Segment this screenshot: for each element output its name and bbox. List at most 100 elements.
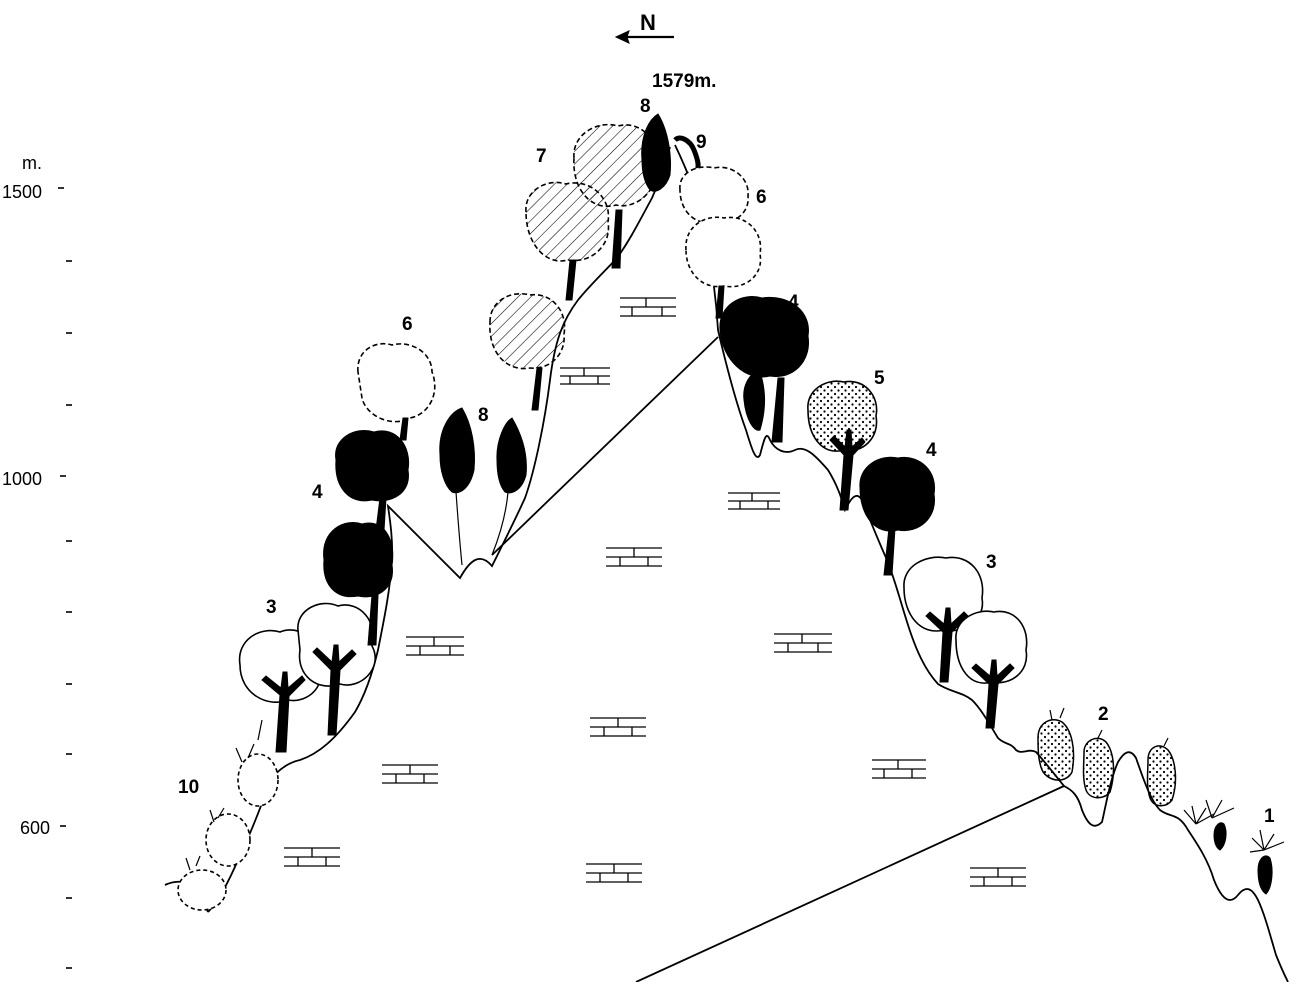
hatched-trees-zone-7 (489, 123, 658, 411)
zone-label-2: 2 (1098, 704, 1109, 725)
zone-label-8-summit: 8 (640, 96, 651, 117)
limestone-symbol (406, 636, 464, 656)
zone-label-4-south: 4 (312, 482, 323, 503)
dark-trees-zone-4-south (323, 430, 410, 646)
dotted-shrub (1146, 745, 1177, 807)
dark-tree-trunk (367, 594, 379, 646)
tree-trunk (565, 259, 577, 301)
dark-trees-zone-4-north-upper (719, 296, 809, 443)
dark-tree-crown (335, 430, 410, 502)
zone-label-3-north: 3 (986, 552, 997, 573)
dwarf-scrub-zone-9 (673, 135, 701, 174)
north-label: N (640, 10, 656, 35)
hatched-crown (525, 181, 610, 262)
deciduous-trees-zone-3-north (903, 556, 1028, 729)
tuft-base (1257, 855, 1273, 895)
tree-crown (357, 343, 436, 423)
grass-tuft (1249, 829, 1285, 853)
zone-label-9: 9 (696, 132, 707, 153)
limestone-symbol (382, 764, 438, 784)
tree-trunk (261, 671, 306, 753)
scrub-bush (205, 813, 251, 867)
limestone-symbols (284, 297, 1026, 887)
zone-label-4-north-lower: 4 (926, 440, 937, 461)
tree-crown (679, 166, 749, 224)
zone-label-8-south: 8 (478, 405, 489, 426)
dotted-shrub (1082, 737, 1115, 799)
conifer-crown (641, 113, 671, 192)
tree-trunk (399, 417, 409, 441)
hatched-crown (573, 123, 658, 208)
tuft-base (1213, 822, 1227, 851)
tree-trunk (925, 607, 969, 683)
altitude-axis: m. 1500 1000 600 (2, 153, 72, 969)
limestone-symbol (590, 717, 646, 737)
north-slope-line (674, 144, 1289, 983)
dark-tree-trunk (883, 527, 896, 576)
tree-trunk (611, 209, 623, 269)
dark-tree-zone-4-north-lower (859, 456, 936, 576)
fault-line-lower (635, 785, 1065, 983)
tree-trunk (715, 285, 725, 319)
zone-label-3-south: 3 (266, 597, 277, 618)
tree-trunk (531, 367, 543, 411)
tree-trunk (971, 659, 1015, 729)
fault-line-upper (491, 336, 719, 556)
dark-tree-trunk (375, 497, 387, 531)
summit-altitude: 1579m. (652, 71, 716, 92)
grass-tuft (1183, 799, 1235, 825)
shrub-sprigs (1049, 707, 1169, 747)
zone-label-1: 1 (1264, 806, 1275, 827)
tick-label-600: 600 (20, 818, 50, 838)
conifer-stem (491, 491, 509, 556)
dotted-crown (807, 380, 878, 452)
arrow-head-icon (614, 30, 630, 44)
tufts-zone-1 (1183, 799, 1285, 895)
conifer-crown (496, 417, 527, 494)
hatched-crown (489, 293, 566, 370)
zone-label-5: 5 (874, 368, 885, 389)
axis-ticks (58, 187, 72, 969)
deciduous-trees-zone-3-south (238, 602, 376, 753)
limestone-symbol (620, 297, 676, 317)
tick-label-1500: 1500 (2, 182, 42, 202)
zone-label-6-south: 6 (402, 314, 413, 335)
columnar-shrubs-zone-2 (1037, 707, 1177, 807)
summit-conifer-zone-8 (641, 113, 671, 192)
conifers-zone-8-south (439, 407, 527, 566)
scrub-bush (237, 753, 279, 807)
tick-label-1000: 1000 (2, 469, 42, 489)
limestone-symbol (284, 847, 340, 867)
conifer-crown (439, 407, 475, 494)
tree-trunk (312, 644, 357, 736)
conifer-stem (455, 491, 463, 566)
tree-trunk (829, 429, 866, 511)
scrub-bush (177, 869, 227, 911)
beech-tree-zone-6-south (357, 343, 436, 441)
dark-tree-crown (323, 522, 394, 598)
limestone-symbol (774, 633, 832, 653)
scrub-twigs (185, 719, 263, 871)
dotted-shrub (1037, 718, 1075, 781)
limestone-symbol (970, 867, 1026, 887)
limestone-symbol (586, 863, 642, 883)
dark-tree-crown (719, 296, 809, 378)
zone-label-6-north: 6 (756, 187, 767, 208)
limestone-symbol (560, 367, 610, 385)
dark-tree-trunk (771, 377, 785, 443)
dotted-tree-zone-5 (807, 380, 878, 511)
dark-tree-crown (743, 371, 765, 431)
altitude-unit: m. (22, 153, 42, 173)
zone-labels: 1 2 3 3 4 4 4 5 6 6 7 8 8 9 10 (178, 96, 1275, 827)
south-slope-line (207, 146, 671, 913)
limestone-symbol (606, 547, 662, 567)
dark-tree-crown (859, 456, 936, 532)
zone-label-7: 7 (536, 146, 547, 167)
scrub-zone-10 (177, 719, 279, 911)
structure-lines (491, 336, 1065, 983)
zone-label-10: 10 (178, 777, 199, 798)
zone-label-4-north-upper: 4 (788, 292, 799, 313)
limestone-symbol (872, 759, 926, 779)
